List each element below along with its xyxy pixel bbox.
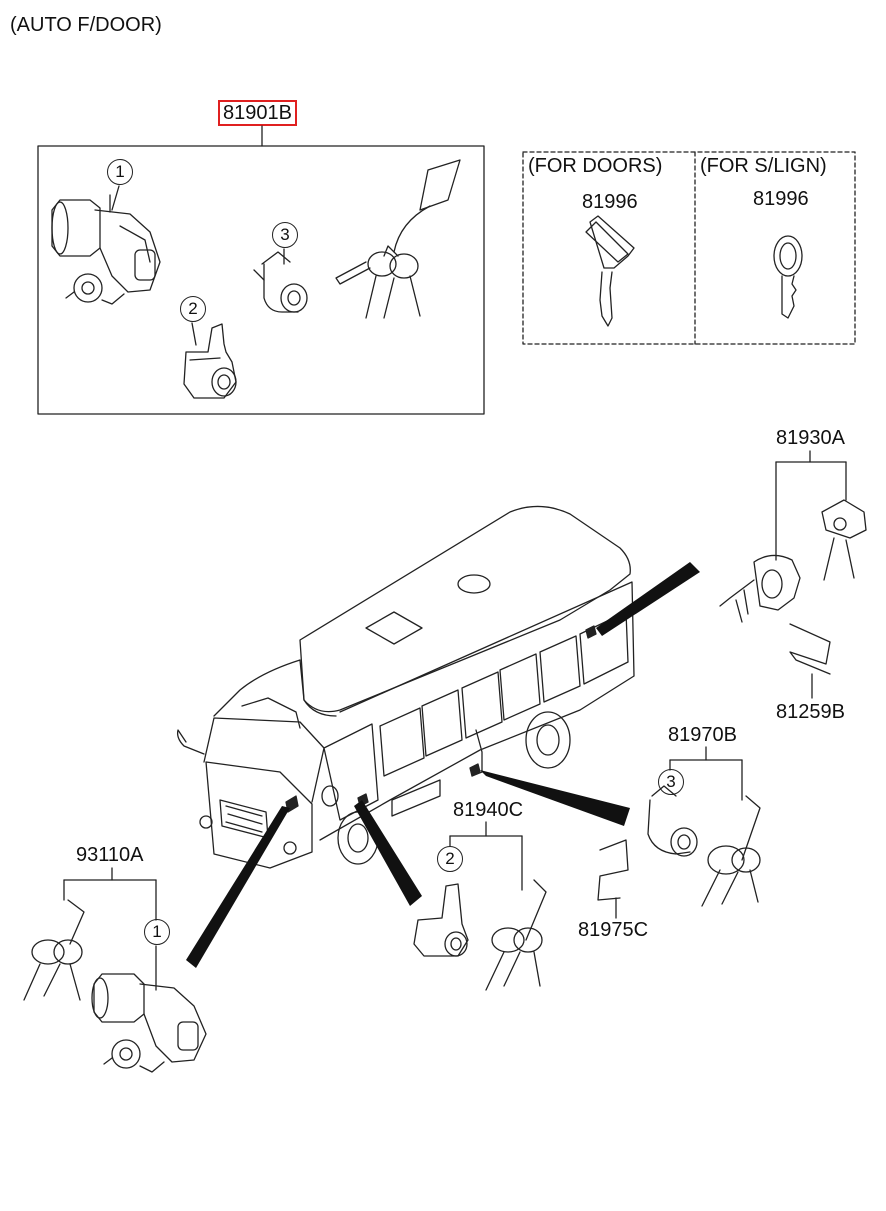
part-number-81259B[interactable]: 81259B bbox=[776, 701, 845, 723]
door-lock-cylinder-icon bbox=[183, 323, 237, 399]
part-number-81996-slign[interactable]: 81996 bbox=[753, 188, 809, 210]
set-box-frame bbox=[37, 125, 485, 415]
ignition-lock-icon bbox=[51, 194, 161, 305]
minibus-illustration bbox=[176, 505, 635, 869]
door-lock-cylinder-icon bbox=[253, 251, 308, 313]
callout-3: 3 bbox=[272, 222, 298, 248]
key-blank-icon bbox=[773, 235, 803, 319]
part-number-81975C[interactable]: 81975C bbox=[578, 919, 649, 941]
part-number-81901B[interactable]: 81901B bbox=[218, 100, 297, 126]
part-group-81940C bbox=[413, 821, 547, 991]
key-blank-icon bbox=[585, 215, 635, 327]
part-group-81970B bbox=[597, 746, 761, 919]
part-number-81996-doors[interactable]: 81996 bbox=[582, 191, 638, 213]
part-number-81930A[interactable]: 81930A bbox=[776, 427, 845, 449]
page-title: (AUTO F/DOOR) bbox=[10, 14, 162, 36]
part-group-81930A bbox=[719, 450, 867, 699]
callout-2-81940C: 2 bbox=[437, 846, 463, 872]
caption-for-slign: (FOR S/LIGN) bbox=[700, 155, 827, 177]
pointer-arrows bbox=[186, 562, 700, 968]
caption-for-doors: (FOR DOORS) bbox=[528, 155, 663, 177]
callout-1: 1 bbox=[107, 159, 133, 185]
key-set-icon bbox=[335, 159, 461, 319]
part-number-81970B[interactable]: 81970B bbox=[668, 724, 737, 746]
callout-1-93110A: 1 bbox=[144, 919, 170, 945]
part-number-93110A[interactable]: 93110A bbox=[76, 844, 144, 866]
part-number-81940C[interactable]: 81940C bbox=[453, 799, 524, 821]
part-group-93110A bbox=[23, 867, 207, 1073]
callout-3-81970B: 3 bbox=[658, 769, 684, 795]
callout-2: 2 bbox=[180, 296, 206, 322]
key-blank-box bbox=[522, 151, 856, 345]
